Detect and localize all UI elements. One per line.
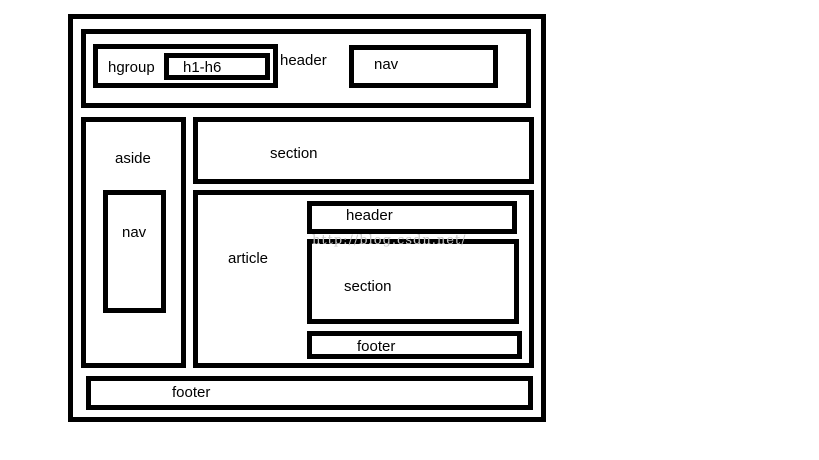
header-nav-label: nav bbox=[374, 56, 399, 73]
aside-nav-box bbox=[103, 190, 166, 313]
article-header-label: header bbox=[346, 207, 393, 224]
header-nav-box bbox=[349, 45, 498, 88]
article-footer-label: footer bbox=[357, 338, 396, 355]
article-label: article bbox=[228, 250, 269, 267]
aside-nav-label: nav bbox=[122, 224, 147, 241]
article-box bbox=[193, 190, 534, 368]
header-box bbox=[81, 29, 531, 108]
page-outline bbox=[68, 14, 546, 422]
footer-box bbox=[86, 376, 533, 410]
hgroup-label: hgroup bbox=[108, 59, 155, 76]
h1-h6-box bbox=[164, 53, 270, 80]
header-label: header bbox=[280, 52, 327, 69]
watermark: http://blog.csdn.net/ bbox=[312, 233, 467, 248]
section-label: section bbox=[270, 145, 318, 162]
article-footer-box bbox=[307, 331, 522, 359]
article-section-box bbox=[307, 239, 519, 324]
hgroup-box bbox=[93, 44, 278, 88]
h1-h6-label: h1-h6 bbox=[183, 59, 222, 76]
article-section-label: section bbox=[344, 278, 392, 295]
aside-label: aside bbox=[115, 150, 151, 167]
section-box bbox=[193, 117, 534, 184]
aside-box bbox=[81, 117, 186, 368]
footer-label: footer bbox=[172, 384, 211, 401]
article-header-box bbox=[307, 201, 517, 234]
